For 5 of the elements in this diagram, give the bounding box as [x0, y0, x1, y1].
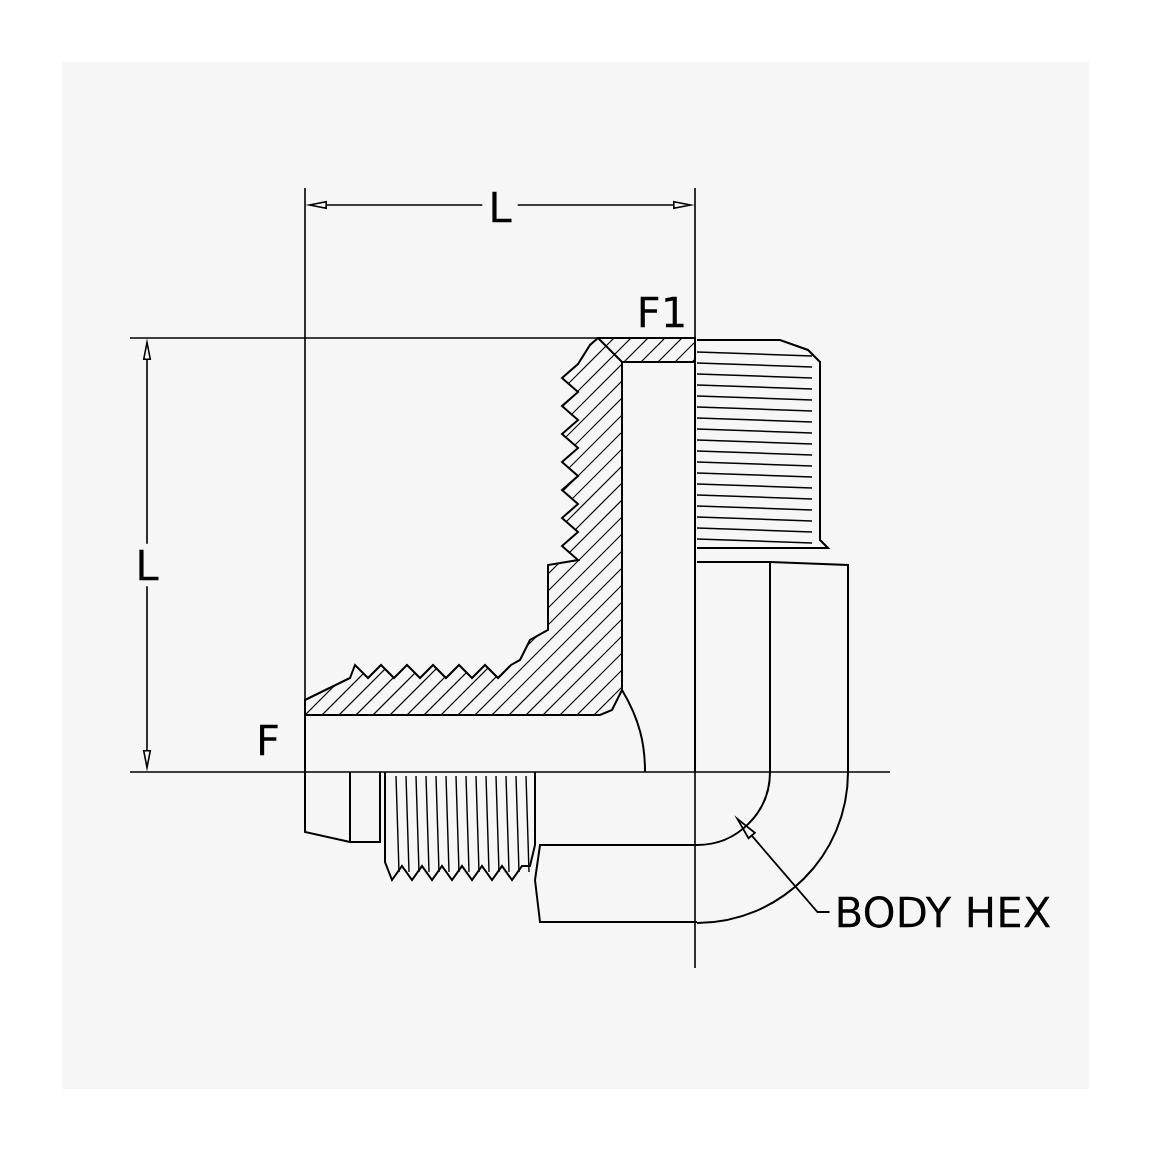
callout-text: BODY HEX	[838, 896, 1051, 928]
dimension-label: F	[260, 724, 278, 756]
dimension-label: L	[129, 543, 165, 587]
dimension-label: L	[482, 185, 518, 229]
dimension-label: F1	[640, 296, 684, 328]
